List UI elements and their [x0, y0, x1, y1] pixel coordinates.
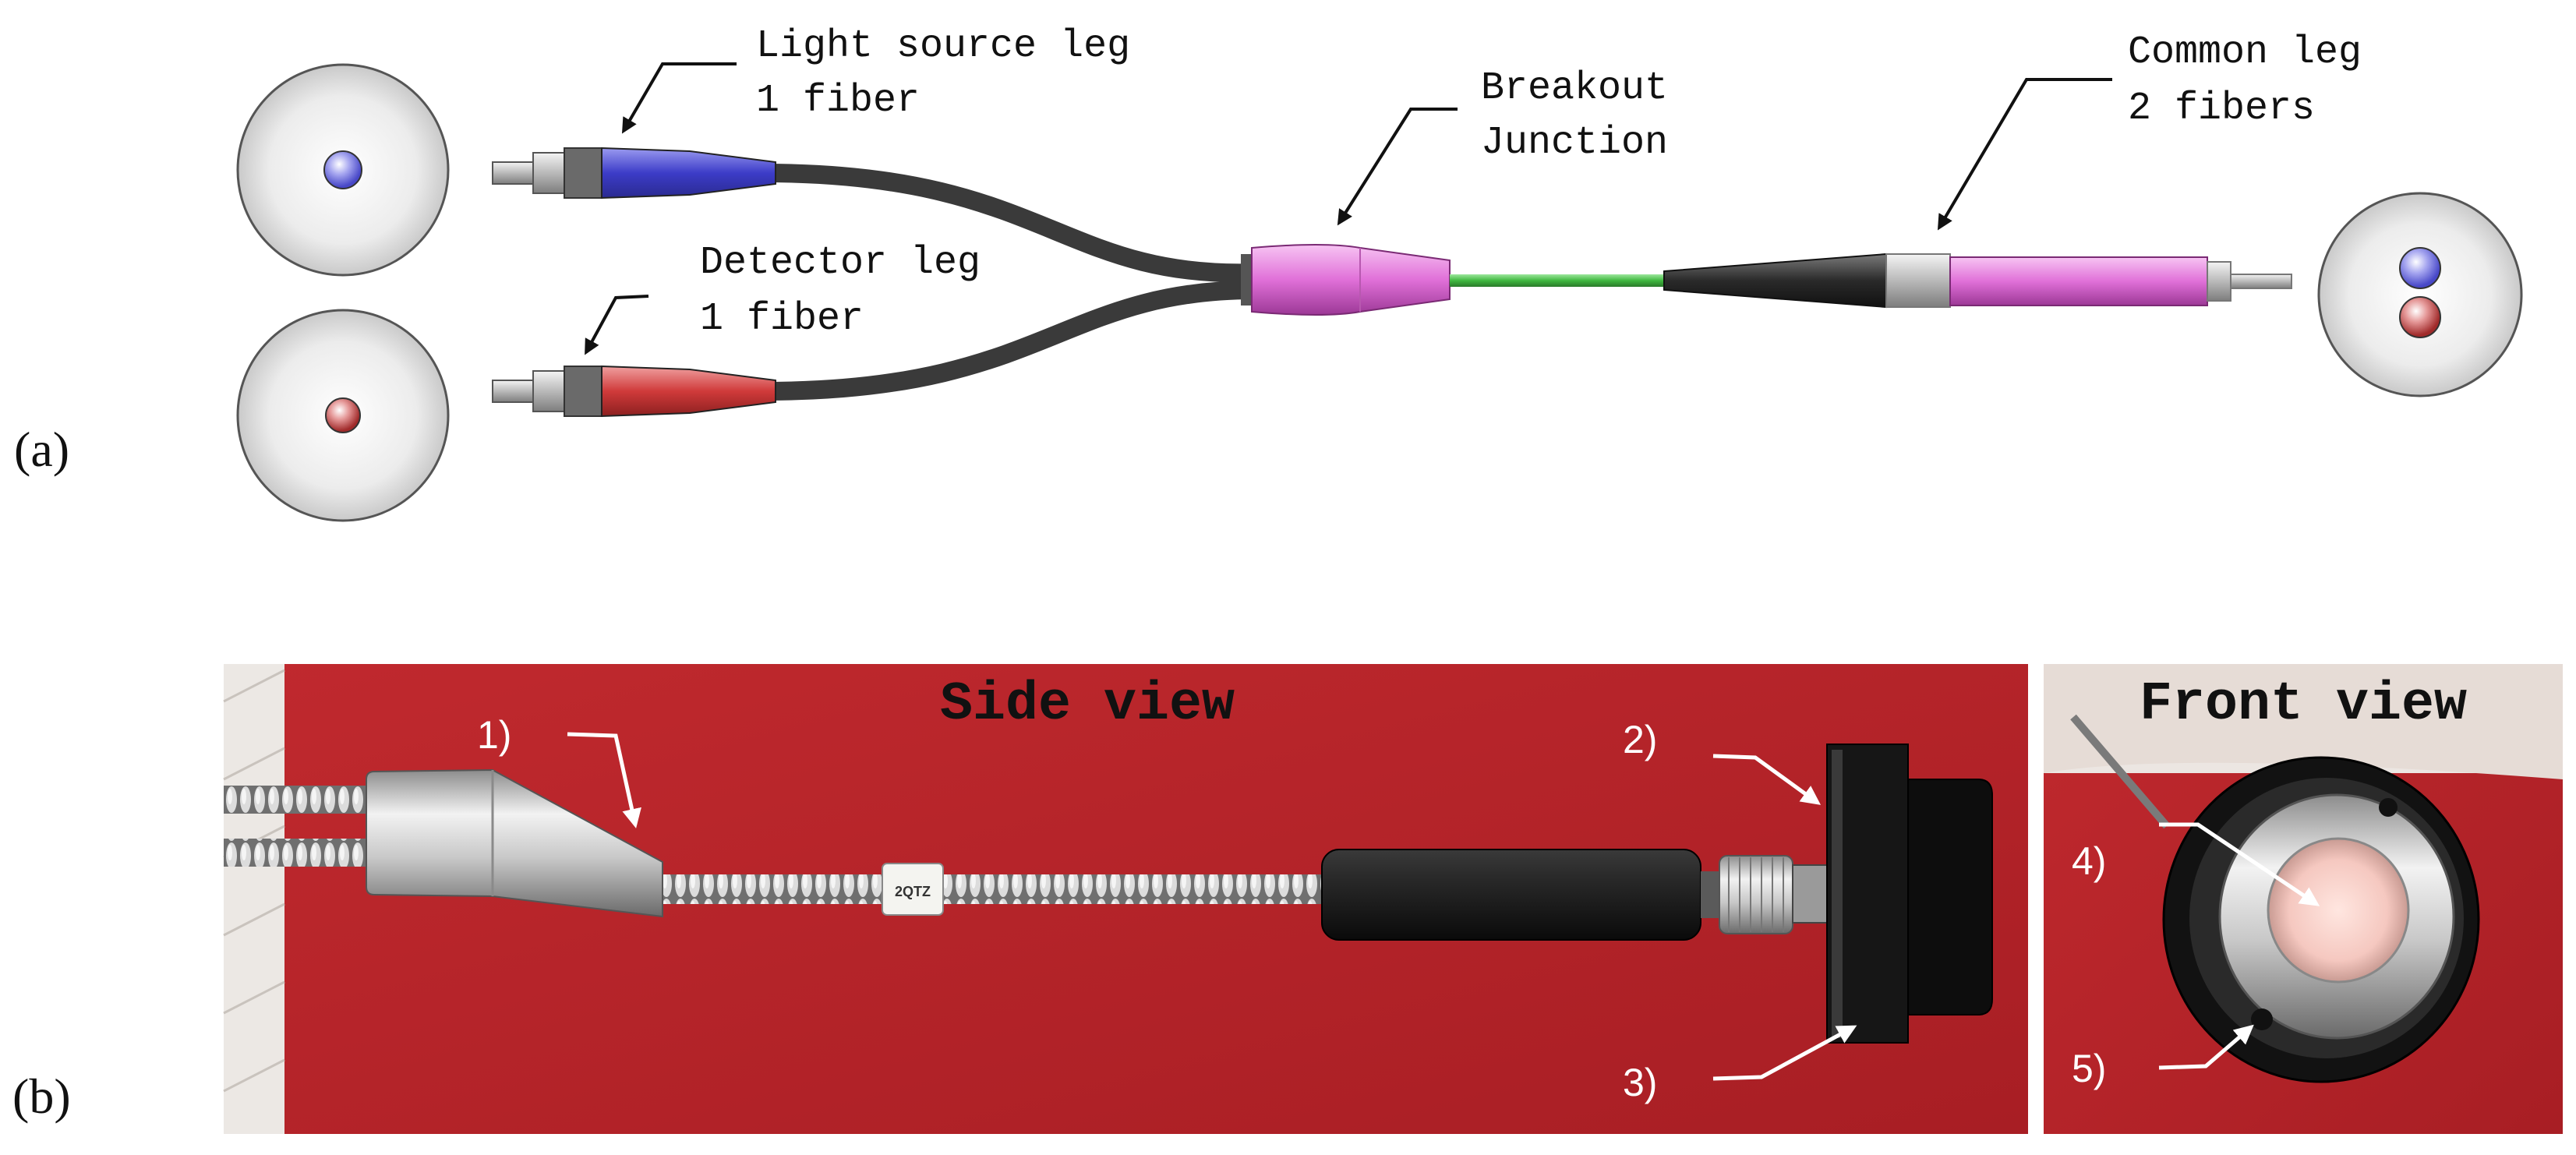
breakout-callout: Breakout Junction	[1337, 66, 1668, 226]
label-4-arrow	[2159, 822, 2320, 906]
detector-connector	[492, 365, 776, 418]
steel-breakout	[366, 768, 663, 918]
label-4: 4)	[2072, 839, 2106, 883]
black-cylinder	[1321, 849, 1701, 941]
detector-core	[325, 397, 361, 433]
detector-title: Detector leg	[700, 241, 981, 285]
label-3: 3)	[1623, 1061, 1657, 1104]
common-leg-assembly	[1663, 253, 2292, 309]
breakout-title: Breakout	[1481, 66, 1668, 111]
label-5: 5)	[2072, 1047, 2106, 1090]
panel-b-label: (b)	[12, 1068, 71, 1124]
side-view-photo: Side view 2QTZ	[223, 664, 2028, 1134]
svg-text:1 fiber: 1 fiber	[756, 79, 920, 123]
side-flange-outer	[1826, 744, 1909, 1044]
light-source-count: 1 fiber	[756, 79, 920, 123]
common-core-blue	[2399, 247, 2441, 289]
light-source-arrow	[621, 62, 737, 134]
front-view-photo: Front view 4) 5)	[2044, 664, 2563, 1134]
svg-text:Junction: Junction	[1481, 121, 1668, 165]
common-end-face	[2317, 192, 2523, 397]
front-view-cable	[2070, 714, 2170, 829]
breakout-arrow	[1337, 108, 1458, 226]
common-count: 2 fibers	[2128, 87, 2315, 131]
front-top-hole	[2379, 798, 2398, 817]
common-callout: Common leg 2 fibers	[1937, 30, 2362, 231]
detector-arrow	[585, 295, 649, 355]
label-2: 2)	[1623, 718, 1657, 761]
svg-text:1 fiber: 1 fiber	[700, 297, 864, 341]
svg-text:Detector leg: Detector leg	[700, 241, 981, 285]
common-arrow	[1937, 78, 2112, 231]
light-source-title: Light source leg	[756, 24, 1130, 69]
fiber-tag	[882, 863, 944, 916]
svg-text:2 fibers: 2 fibers	[2128, 87, 2315, 131]
panel-a-label: (a)	[14, 422, 69, 477]
light-source-core	[323, 150, 362, 189]
common-core-red	[2399, 296, 2441, 338]
front-bottom-hole	[2251, 1008, 2273, 1030]
detector-count: 1 fiber	[700, 297, 864, 341]
side-view-title: Side view	[940, 674, 1235, 736]
common-white-sleeve	[1885, 253, 1951, 308]
breakout-subtitle: Junction	[1481, 121, 1668, 165]
front-view-title: Front view	[2140, 674, 2467, 736]
middle-fiber	[1450, 274, 1664, 287]
light-source-end-face	[236, 63, 450, 277]
detector-ferrule	[601, 365, 776, 418]
label-5-arrow	[2158, 1024, 2254, 1070]
label-1: 1)	[477, 713, 511, 757]
label-2-arrow	[1712, 754, 1822, 805]
light-source-ferrule	[601, 147, 776, 200]
left-coil-lower	[224, 839, 380, 867]
left-coil-upper	[224, 786, 380, 814]
label-1-arrow	[567, 732, 641, 828]
light-source-connector	[492, 147, 776, 200]
detector-end-face	[236, 309, 450, 522]
common-title: Common leg	[2128, 30, 2362, 75]
label-3-arrow	[1712, 1025, 1857, 1081]
common-sleeve	[1949, 256, 2208, 306]
panel-a: (a)	[14, 24, 2523, 522]
breakout-junction	[1241, 244, 1451, 316]
main-coil	[663, 874, 1333, 904]
svg-text:Breakout: Breakout	[1481, 66, 1668, 111]
detector-cable	[763, 281, 1256, 401]
svg-text:Light source leg: Light source leg	[756, 24, 1130, 69]
front-lens	[2267, 837, 2410, 984]
side-flange-inner	[1907, 779, 1993, 1015]
detector-callout: Detector leg 1 fiber	[585, 241, 981, 355]
panel-b: (b) Side view 2QTZ	[12, 664, 2563, 1134]
knurled-nut	[1719, 855, 1793, 934]
light-source-cable	[763, 164, 1256, 283]
svg-text:Common leg: Common leg	[2128, 30, 2362, 75]
fiber-tag-text: 2QTZ	[895, 884, 931, 899]
light-source-callout: Light source leg 1 fiber	[621, 24, 1130, 134]
